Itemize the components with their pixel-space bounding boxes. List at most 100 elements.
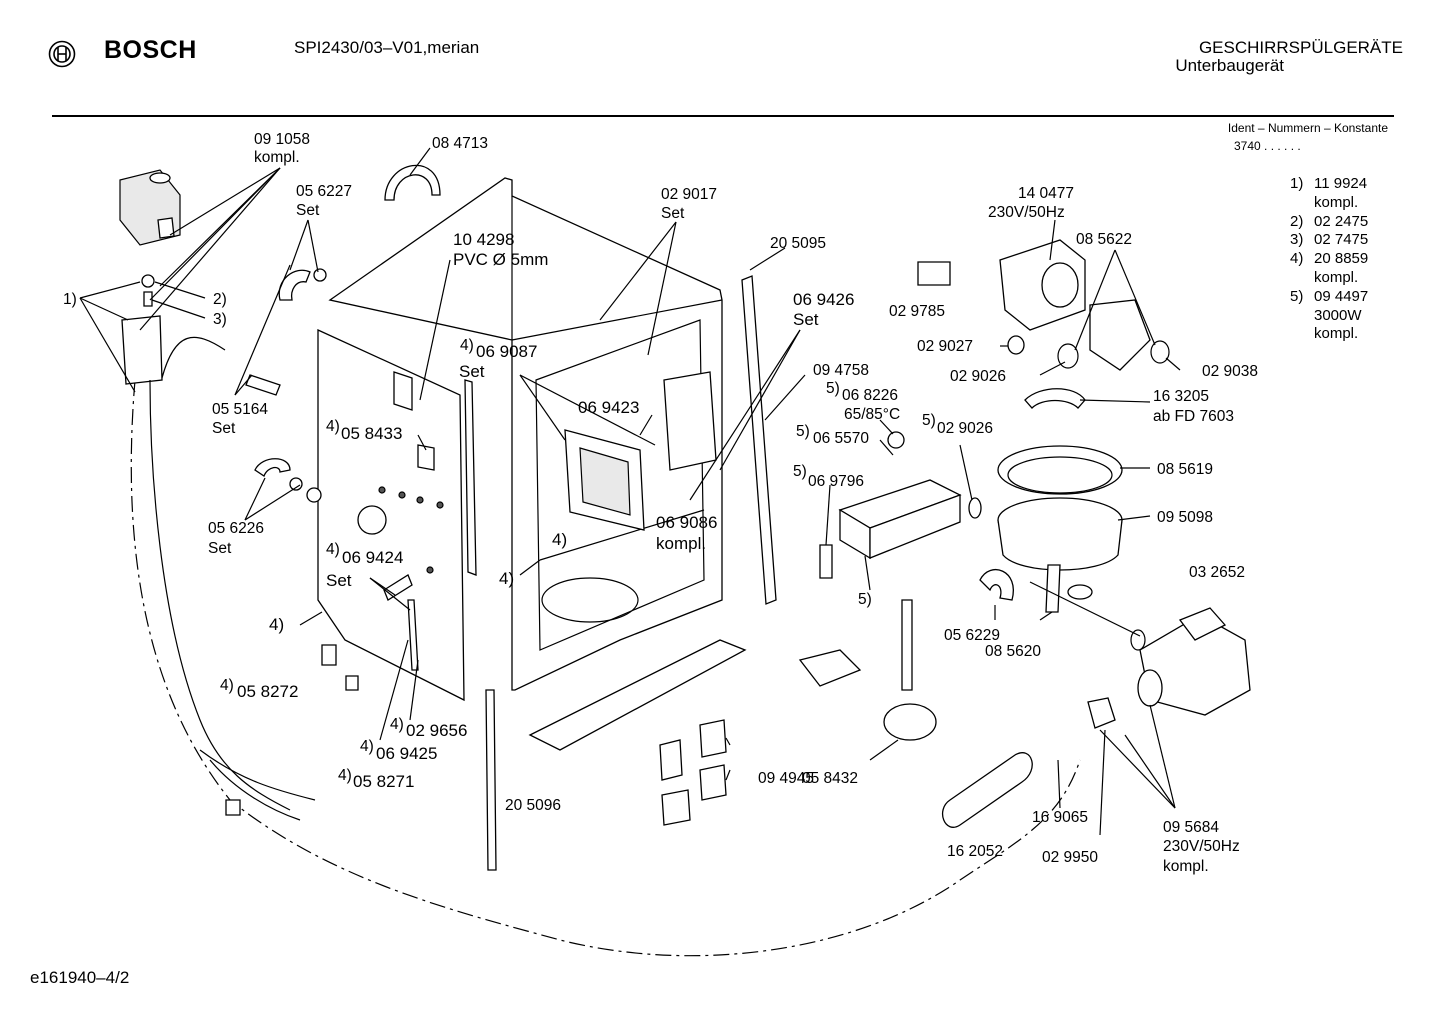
- label-069425: 06 9425: [376, 744, 437, 763]
- label-055164: 05 5164: [212, 401, 268, 418]
- label-058433: 05 8433: [341, 424, 402, 443]
- part-058272: [321, 644, 337, 666]
- product-category: GESCHIRRSPÜLGERÄTE: [1198, 38, 1403, 57]
- legend-row: 1)11 9924: [1290, 175, 1368, 192]
- label-163205-fd: ab FD 7603: [1153, 408, 1234, 425]
- inlet-valve-095684: [1137, 607, 1251, 716]
- label-095098: 09 5098: [1157, 509, 1213, 526]
- legend-row: kompl.: [1314, 193, 1359, 211]
- bushing: [306, 487, 322, 503]
- label-069087-set: Set: [459, 362, 485, 381]
- legend-row: kompl.: [1314, 268, 1359, 286]
- label-084713: 08 4713: [432, 135, 488, 152]
- part-069424: [383, 574, 413, 601]
- seal-032652: [1130, 629, 1146, 651]
- brand-name: BOSCH: [104, 36, 197, 64]
- footnote-legend: 1)11 9924 kompl. 2)02 2475 3)02 7475 4)2…: [1290, 175, 1368, 344]
- sump-filter-assembly: [997, 388, 1123, 613]
- label-069423: 06 9423: [578, 398, 639, 417]
- label-056227-set: Set: [296, 202, 320, 219]
- sup-065570: 5): [796, 423, 810, 440]
- header-divider: [52, 115, 1394, 117]
- side-panel: [317, 328, 465, 702]
- label-055164-set: Set: [212, 420, 236, 437]
- label-ref2: 2): [213, 291, 227, 308]
- cable-route-line: [130, 379, 1081, 957]
- hose-056226: [254, 458, 291, 477]
- label-ref5-heater: 5): [858, 591, 872, 608]
- hose-055164: [245, 374, 281, 396]
- sup-058272: 4): [220, 677, 234, 694]
- label-029785: 02 9785: [889, 303, 945, 320]
- label-085619: 08 5619: [1157, 461, 1213, 478]
- label-085622: 08 5622: [1076, 231, 1132, 248]
- sup-069087: 4): [460, 337, 474, 354]
- label-140477-voltage: 230V/50Hz: [988, 204, 1065, 221]
- heater-assembly: [819, 431, 982, 579]
- label-069086: 06 9086: [656, 513, 717, 532]
- label-069796: 06 9796: [808, 473, 864, 490]
- label-068226: 06 8226: [842, 387, 898, 404]
- part-029656: [407, 599, 419, 671]
- door-seal-205095: [741, 275, 777, 605]
- wiring-connectors-094945: [659, 719, 727, 826]
- sup-058433: 4): [326, 418, 340, 435]
- label-068226-temp: 65/85°C: [844, 406, 900, 423]
- harness-plug: [225, 799, 241, 816]
- circulation-pump-140477: [999, 239, 1170, 371]
- label-104298: 10 4298: [453, 230, 514, 249]
- sup-069425: 4): [360, 738, 374, 755]
- label-029038: 02 9038: [1202, 363, 1258, 380]
- label-069426-set: Set: [793, 310, 819, 329]
- label-029950: 02 9950: [1042, 849, 1098, 866]
- legend-row: 5)09 4497: [1290, 287, 1369, 305]
- clip-056226: [289, 477, 303, 491]
- legend-row: 2)02 2475: [1290, 212, 1369, 230]
- bosch-logo-icon: [48, 40, 76, 68]
- label-094945: 09 4945: [758, 770, 814, 787]
- sup-058271: 4): [338, 767, 352, 784]
- label-205096: 20 5096: [505, 797, 561, 814]
- legend-row: 3)02 7475: [1290, 231, 1369, 249]
- label-029026-a: 02 9026: [950, 368, 1006, 385]
- aquastop-valve: [119, 169, 181, 385]
- sup-069796: 5): [793, 463, 807, 480]
- label-085620: 08 5620: [985, 643, 1041, 660]
- label-104298-pvc: PVC Ø 5mm: [453, 250, 548, 269]
- drawing-id: e161940–4/2: [30, 968, 130, 987]
- label-032652: 03 2652: [1189, 564, 1245, 581]
- label-095684: 09 5684: [1163, 819, 1219, 836]
- label-056229: 05 6229: [944, 627, 1000, 644]
- label-094758: 09 4758: [813, 362, 869, 379]
- label-058272: 05 8272: [237, 682, 298, 701]
- legend-row: 3000W: [1314, 306, 1362, 324]
- label-069087: 06 9087: [476, 342, 537, 361]
- label-069424: 06 9424: [342, 548, 403, 567]
- label-095684-voltage: 230V/50Hz: [1163, 838, 1240, 855]
- clip-056227: [313, 268, 327, 282]
- hose-056227: [278, 269, 311, 301]
- hose-056229: [979, 569, 1014, 601]
- label-058271: 05 8271: [353, 772, 414, 791]
- pressure-switch-058432: [883, 703, 937, 741]
- model-number: SPI2430/03–V01,merian: [294, 38, 480, 57]
- leader-lines: [79, 147, 1181, 836]
- sup-029656: 4): [390, 716, 404, 733]
- wire-harness: [199, 749, 316, 801]
- label-140477: 14 0477: [1018, 185, 1074, 202]
- label-162052: 16 2052: [947, 843, 1003, 860]
- label-ref3: 3): [213, 311, 227, 328]
- label-091058-kompl: kompl.: [254, 149, 300, 166]
- wire-harness: [209, 759, 301, 821]
- label-069426: 06 9426: [793, 290, 854, 309]
- label-029026-b: 02 9026: [937, 420, 993, 437]
- tube-058432: [901, 599, 913, 691]
- hose-162052: [941, 752, 1033, 828]
- label-058432: 05 8432: [802, 770, 858, 787]
- label-205095: 20 5095: [770, 235, 826, 252]
- part-labels: 09 1058 kompl. 08 4713 05 6227 Set 10 42…: [63, 131, 1258, 875]
- label-ref4-tub: 4): [552, 530, 567, 549]
- ident-title: Ident – Nummern – Konstante: [1227, 121, 1388, 135]
- label-069086-kompl: kompl.: [656, 534, 706, 553]
